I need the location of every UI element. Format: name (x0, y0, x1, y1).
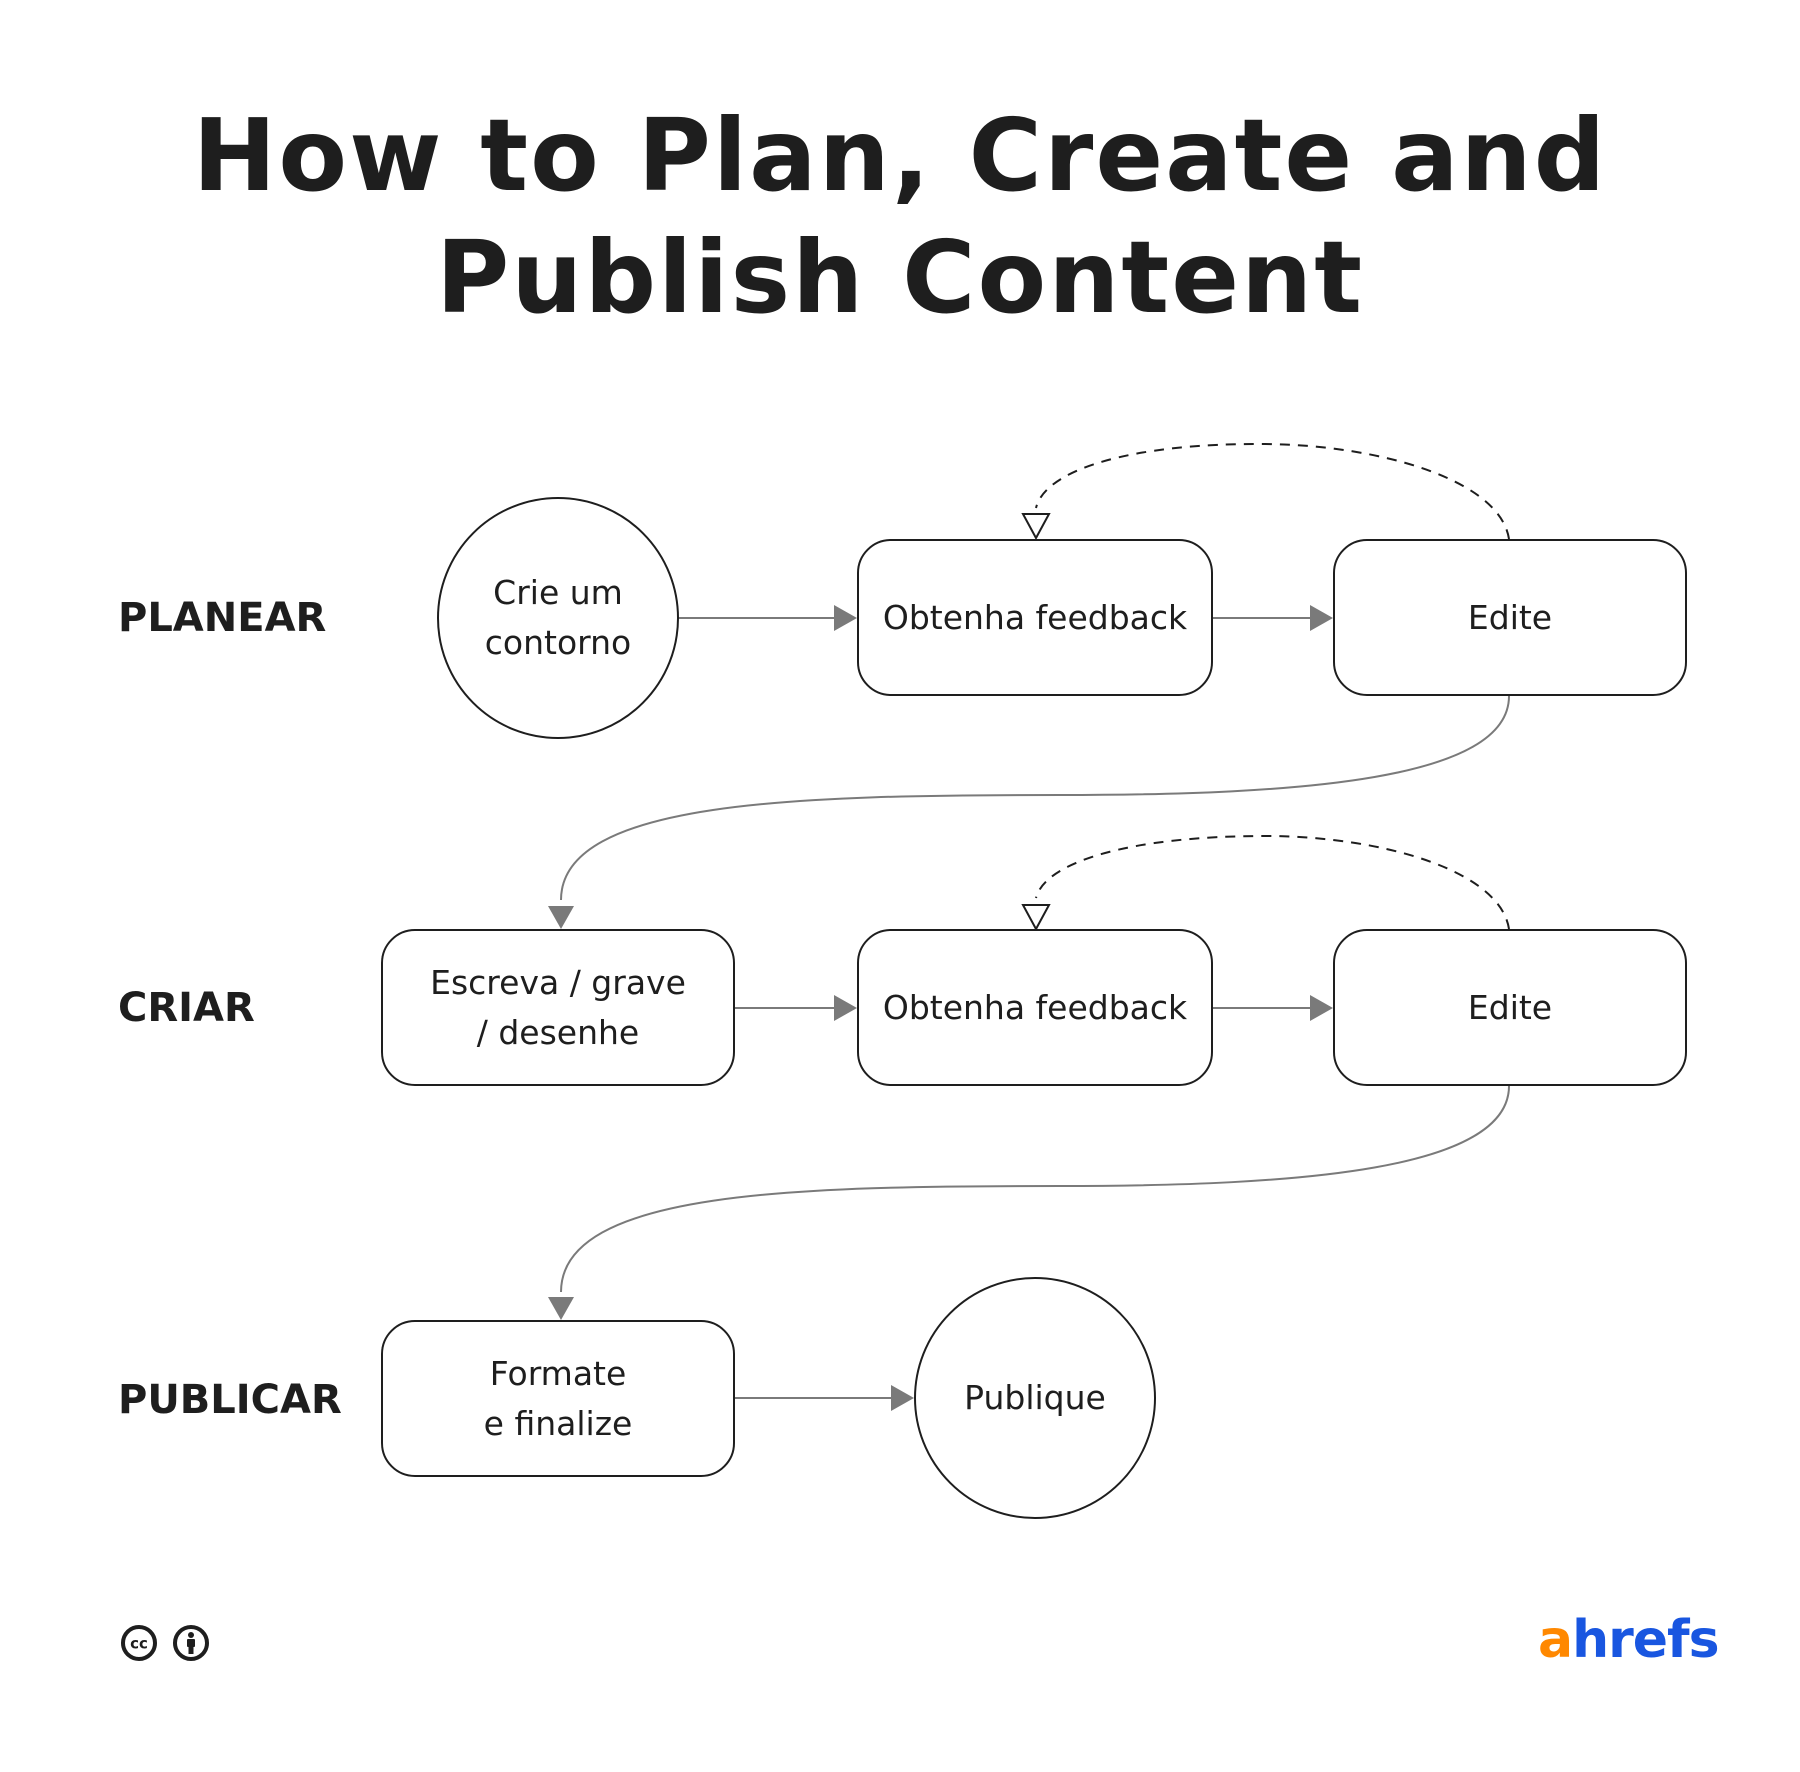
node-edit-plan: Edite (1333, 539, 1687, 696)
arrowhead (891, 1385, 914, 1411)
logo-a: a (1538, 1610, 1573, 1670)
edge-edit-loop-back-plan (1021, 442, 1510, 541)
node-text: Edite (1467, 597, 1553, 637)
stage-label-publish: PUBLICAR (118, 1377, 342, 1423)
node-text: Formate (489, 1353, 627, 1393)
node-text: Escreva / grave (430, 962, 686, 1002)
node-text: Obtenha feedback (882, 597, 1188, 637)
node-text: contorno (484, 623, 632, 662)
ahrefs-logo[interactable]: ahrefs (1538, 1610, 1720, 1670)
svg-text:cc: cc (130, 1635, 148, 1653)
edge-format-to-publish (735, 1385, 914, 1411)
node-write-record-draw: Escreva / grave / desenhe (381, 929, 735, 1086)
edge-outline-to-feedback (678, 605, 857, 631)
stage-label-create: CRIAR (118, 985, 255, 1031)
arrowhead (548, 1297, 574, 1320)
title-line-1: How to Plan, Create and (192, 97, 1608, 214)
edge-feedback-to-edit-2 (1213, 995, 1333, 1021)
node-text: Crie um (493, 573, 623, 612)
node-text: / desenhe (476, 1012, 640, 1052)
logo-rest: hrefs (1572, 1610, 1720, 1670)
edge-edit-loop-back-create (1021, 834, 1510, 932)
attribution-icon (173, 1625, 209, 1661)
node-create-outline: Crie um contorno (437, 497, 679, 739)
arrowhead (548, 906, 574, 929)
hollow-arrowhead (1021, 513, 1051, 541)
node-text: Edite (1467, 987, 1553, 1027)
edge-feedback-to-edit (1213, 605, 1333, 631)
node-edit-create: Edite (1333, 929, 1687, 1086)
arrowhead (1310, 995, 1333, 1021)
arrowhead (834, 995, 857, 1021)
edge-plan-edit-to-create-write (548, 695, 1510, 929)
arrowhead (1310, 605, 1333, 631)
hollow-arrowhead (1021, 904, 1051, 932)
edge-create-edit-to-publish-format (548, 1085, 1510, 1320)
node-get-feedback-plan: Obtenha feedback (857, 539, 1213, 696)
creative-commons-icon: cc (121, 1625, 157, 1661)
node-text: Publique (964, 1378, 1106, 1417)
edge-write-to-feedback (735, 995, 857, 1021)
node-get-feedback-create: Obtenha feedback (857, 929, 1213, 1086)
title-line-2: Publish Content (435, 219, 1365, 336)
arrowhead (834, 605, 857, 631)
node-publish: Publique (914, 1277, 1156, 1519)
node-text: e finalize (483, 1403, 633, 1443)
node-text: Obtenha feedback (882, 987, 1188, 1027)
node-format-finalize: Formate e finalize (381, 1320, 735, 1477)
page-title: How to Plan, Create and Publish Content (0, 95, 1800, 339)
stage-label-plan: PLANEAR (118, 595, 327, 641)
